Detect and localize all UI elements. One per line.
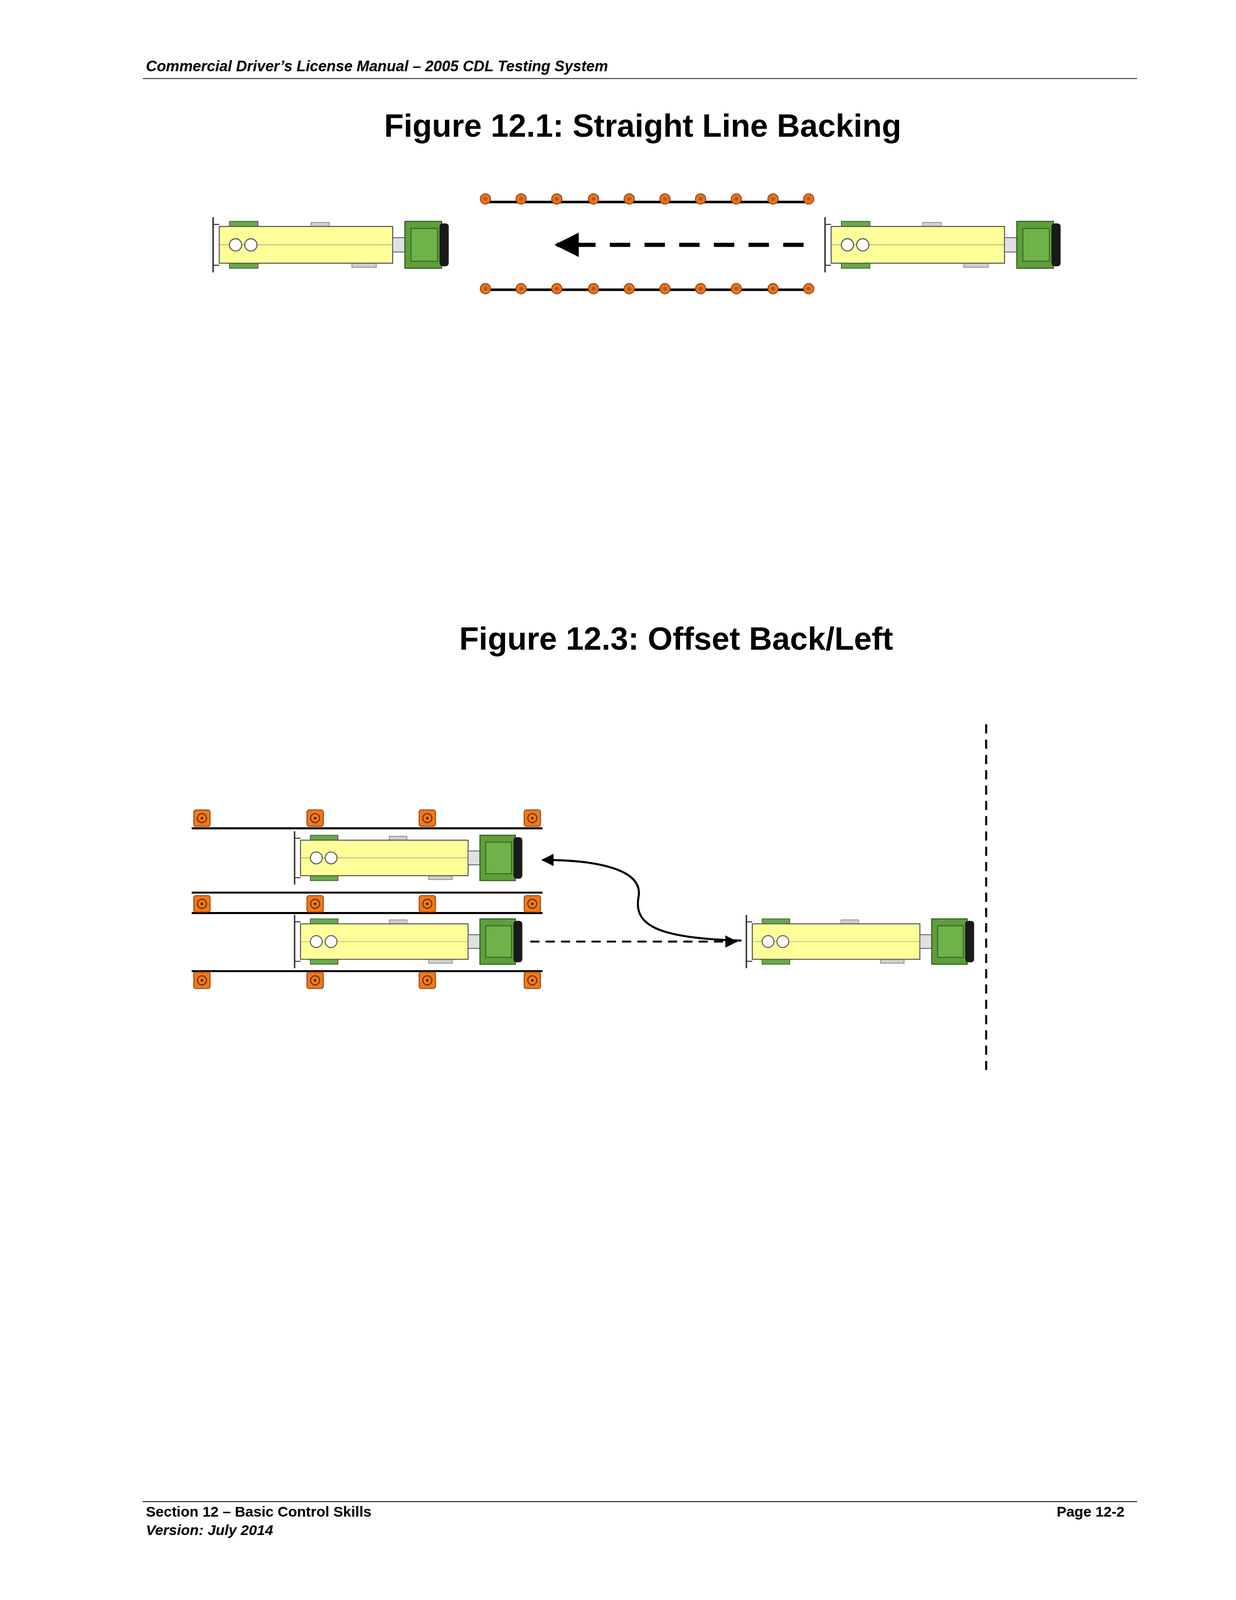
page-number: Page 12-2 [1056,1503,1125,1521]
running-header: Commercial Driver’s License Manual – 200… [145,57,608,76]
footer-section: Section 12 – Basic Control Skills [145,1503,372,1521]
footer-version: Version: July 2014 [145,1521,273,1539]
figure-title: Figure 12.1: Straight Line Backing [383,107,902,145]
figure-title: Figure 12.3: Offset Back/Left [459,620,894,658]
